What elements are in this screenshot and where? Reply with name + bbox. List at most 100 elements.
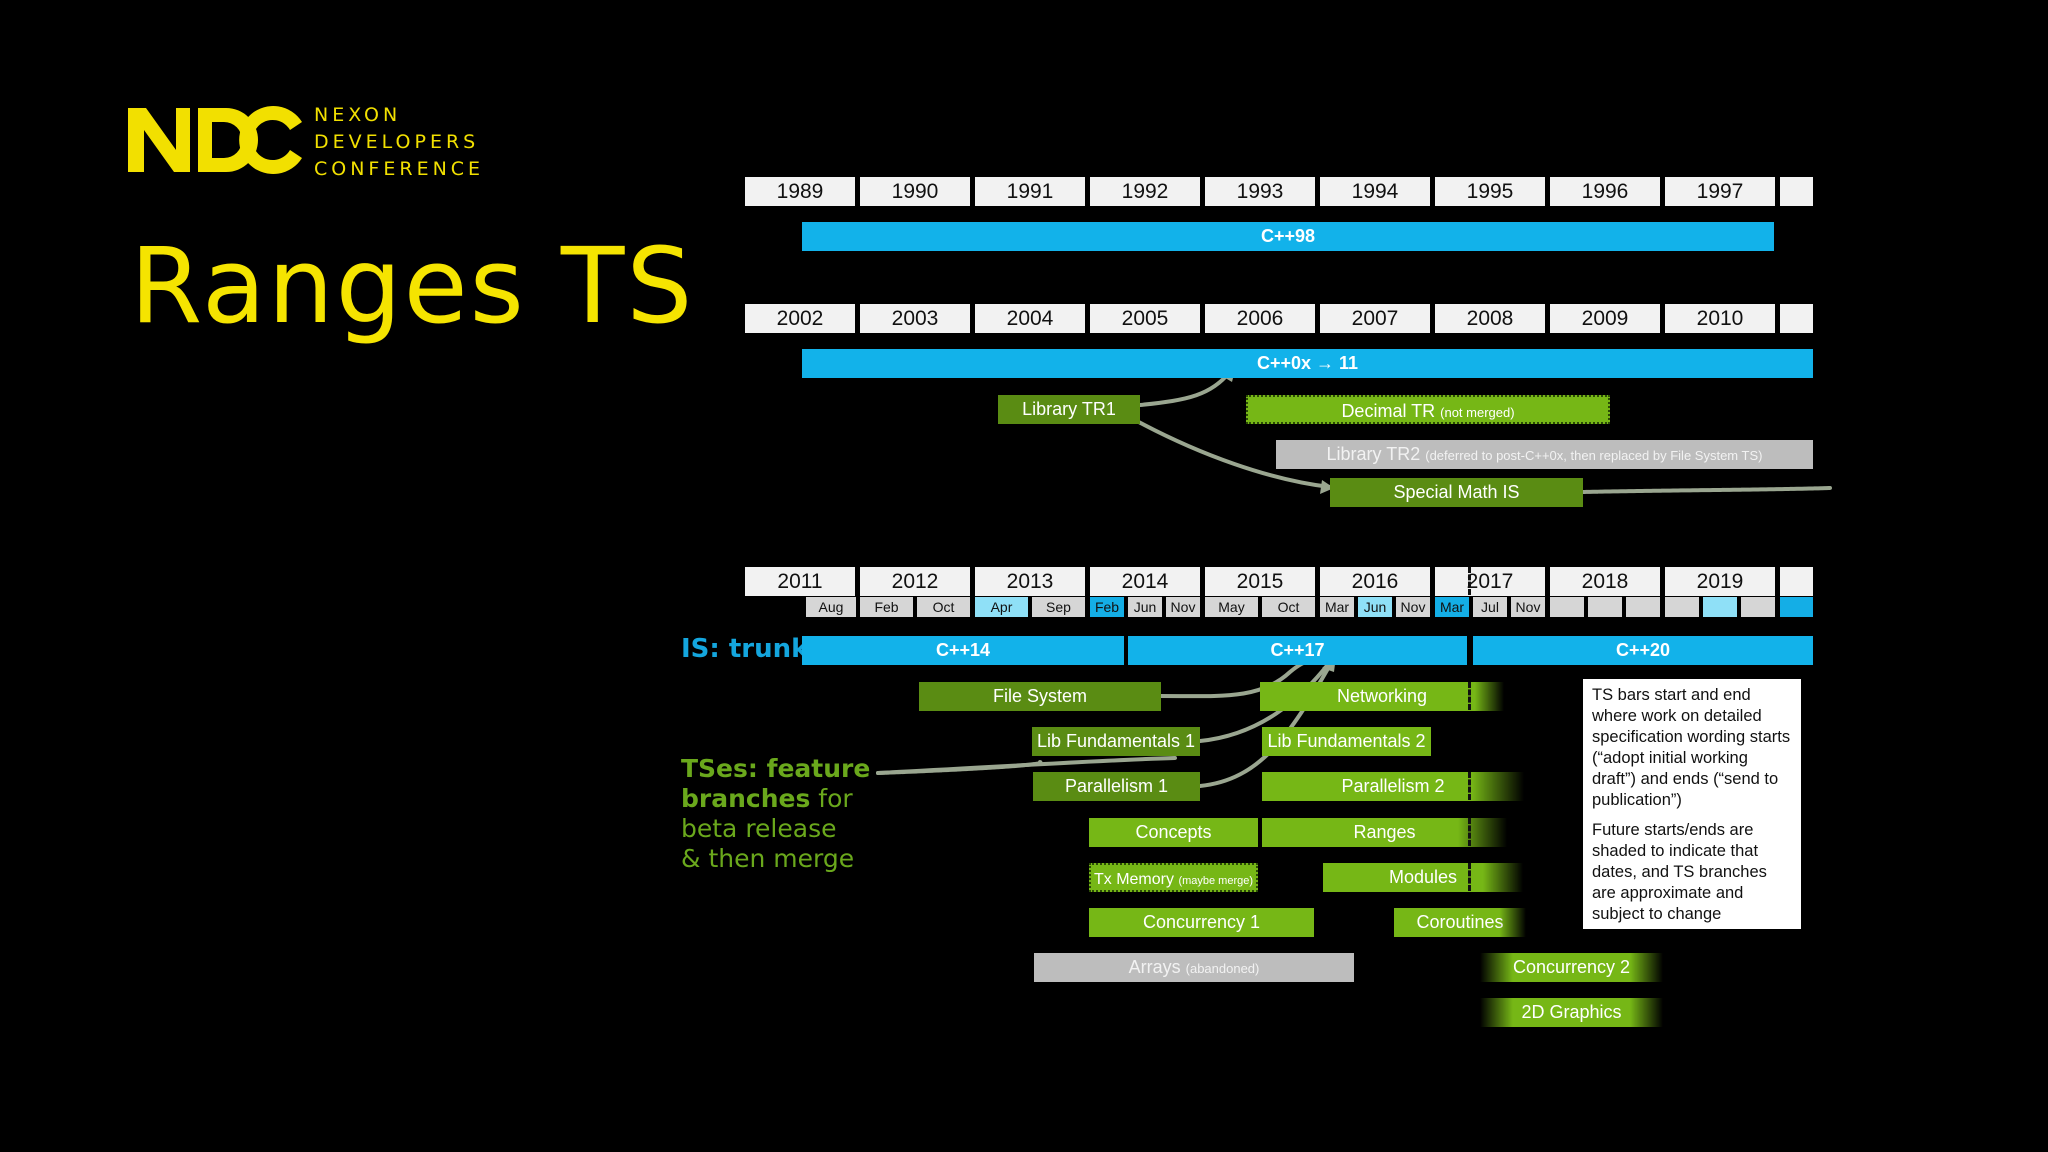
month-cell: May [1205,597,1258,617]
month-cell [1665,597,1699,617]
month-cell [1626,597,1660,617]
note-box: TS bars start and end where work on deta… [1583,679,1801,929]
year-cell: 2017 [1435,567,1545,596]
now-marker [1468,863,1474,891]
year-cell: 2005 [1090,304,1200,333]
bar-concurrency-1: Concurrency 1 [1089,908,1314,937]
month-cell [1550,597,1584,617]
ndc-logo: NEXON DEVELOPERS CONFERENCE [124,100,480,190]
year-cell: 1997 [1665,177,1775,206]
note-paragraph-2: Future starts/ends are shaded to indicat… [1592,821,1767,923]
year-cell: 2012 [860,567,970,596]
year-cell: 1992 [1090,177,1200,206]
year-cell: 1994 [1320,177,1430,206]
year-cell: 2007 [1320,304,1430,333]
month-cell: Oct [1262,597,1315,617]
bar-parallelism-2: Parallelism 2 [1262,772,1524,801]
tses-label-line3: beta release [681,814,837,843]
bar-2d-graphics: 2D Graphics [1480,998,1663,1027]
bar-coroutines: Coroutines [1394,908,1526,937]
month-cell: Apr [975,597,1028,617]
year-cell: 2003 [860,304,970,333]
year-cell: 2016 [1320,567,1430,596]
year-cell [1780,177,1813,206]
bar-tx-memory-note: (maybe merge) [1178,875,1254,887]
bar-library-tr2-note: (deferred to post-C++0x, then replaced b… [1425,448,1763,463]
month-cell: Jun [1128,597,1162,617]
year-cell: 2009 [1550,304,1660,333]
ndc-logo-mark [128,106,302,174]
trunk-cpp14: C++14 [802,636,1124,665]
month-cell [1780,597,1813,617]
tses-label-line1: TSes: feature [681,754,871,783]
bar-library-tr1: Library TR1 [998,395,1140,424]
year-cell: 1993 [1205,177,1315,206]
is-trunk-label: IS: trunk [681,634,809,664]
year-cell [1780,304,1813,333]
year-cell: 2019 [1665,567,1775,596]
year-cell: 2004 [975,304,1085,333]
month-cell: Feb [860,597,913,617]
month-cell: Nov [1166,597,1200,617]
year-cell: 1995 [1435,177,1545,206]
bar-concurrency-2: Concurrency 2 [1480,953,1663,982]
logo-word-conference: CONFERENCE [314,158,485,180]
month-cell [1588,597,1622,617]
trunk-cpp0x-11: C++0x → 11 [802,349,1813,378]
year-cell: 2006 [1205,304,1315,333]
trunk-cpp98: C++98 [802,222,1774,251]
bar-concepts: Concepts [1089,818,1258,847]
bar-library-tr2: Library TR2 (deferred to post-C++0x, the… [1276,440,1813,469]
bar-tx-memory-label: Tx Memory [1093,871,1174,888]
year-cell: 2018 [1550,567,1660,596]
month-cell: Sep [1032,597,1085,617]
bar-ranges: Ranges [1262,818,1507,847]
year-cell: 2011 [745,567,855,596]
month-cell: Mar [1435,597,1469,617]
bar-lib-fundamentals-2: Lib Fundamentals 2 [1262,727,1431,756]
year-cell: 2008 [1435,304,1545,333]
ndc-logo-words: NEXON DEVELOPERS CONFERENCE [314,102,484,183]
year-cell: 1989 [745,177,855,206]
month-cell: Jul [1473,597,1507,617]
bar-decimal-tr-note: (not merged) [1440,405,1515,420]
bar-networking: Networking [1260,682,1504,711]
tses-label-line2-rest: for [810,784,853,813]
bar-decimal-tr-label: Decimal TR [1341,401,1436,421]
year-cell [1780,567,1813,596]
trunk-cpp17: C++17 [1128,636,1467,665]
trunk-cpp20: C++20 [1473,636,1813,665]
bar-parallelism-1: Parallelism 1 [1033,772,1200,801]
year-cell: 1990 [860,177,970,206]
month-cell [1703,597,1737,617]
bar-modules: Modules [1323,863,1523,892]
tses-label-line2-bold: branches [681,784,811,813]
month-cell [1741,597,1775,617]
year-cell: 2002 [745,304,855,333]
month-cell: Mar [1320,597,1354,617]
year-cell: 1996 [1550,177,1660,206]
now-marker [1468,567,1474,595]
bar-tx-memory: Tx Memory (maybe merge) [1089,863,1258,892]
month-cell: Aug [806,597,856,617]
year-cell: 2014 [1090,567,1200,596]
year-cell: 2013 [975,567,1085,596]
month-cell: Oct [917,597,970,617]
year-cell: 1991 [975,177,1085,206]
bar-decimal-tr: Decimal TR (not merged) [1246,395,1610,424]
slide-title: Ranges TS [130,225,695,347]
bar-arrays-label: Arrays [1128,957,1181,977]
bar-library-tr2-label: Library TR2 [1326,444,1421,464]
tses-label: TSes: feature branches for beta release … [681,754,881,874]
month-cell: Nov [1511,597,1545,617]
now-marker [1468,818,1474,846]
month-cell: Feb [1090,597,1124,617]
tses-label-line4: & then merge [681,844,855,873]
bar-arrays-note: (abandoned) [1185,961,1260,976]
bar-lib-fundamentals-1: Lib Fundamentals 1 [1032,727,1200,756]
bar-arrays: Arrays (abandoned) [1034,953,1354,982]
bar-file-system: File System [919,682,1161,711]
logo-word-nexon: NEXON [314,104,402,126]
note-paragraph-1: TS bars start and end where work on deta… [1592,686,1791,809]
year-cell: 2010 [1665,304,1775,333]
